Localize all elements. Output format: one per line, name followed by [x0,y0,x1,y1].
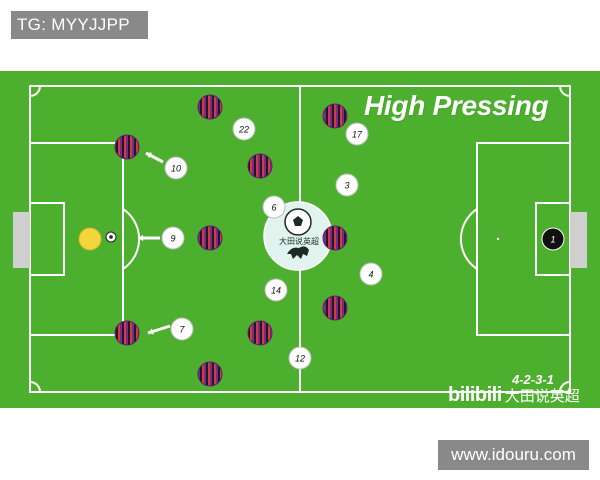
diagram-title: High Pressing [364,90,549,121]
pressing-player-14: 14 [264,278,288,302]
arrow-head [138,234,144,242]
pressing-player-3: 3 [335,173,359,197]
opponent-player [197,225,223,251]
player-number: 22 [238,125,249,135]
pressing-players: 10 9 7 22 6 14 12 17 3 4 1 [161,117,565,370]
pressing-player-12: 12 [288,346,312,370]
player-number: 12 [295,354,305,364]
tactics-board: 10 9 7 22 6 14 12 17 3 4 1 [0,71,600,408]
badge-lion-icon [287,246,309,259]
pressing-player-10: 10 [164,156,188,180]
opponent-player [114,134,140,160]
player-number: 10 [171,164,181,174]
opponent-players [114,94,348,387]
pressing-player-4: 4 [359,262,383,286]
player-number: 6 [271,203,276,213]
bilibili-logo: bilibili [448,384,502,406]
pressing-player-22: 22 [232,117,256,141]
opponent-player [197,94,223,120]
footer-url: www.idouru.com [438,440,589,470]
corner-arc [559,85,571,97]
corner-arc [29,381,41,393]
opponent-player [114,320,140,346]
pressing-player-9: 9 [161,226,185,250]
player-number: 7 [179,325,185,335]
badge-ball-icon [284,208,312,236]
goalkeeper-1: 1 [541,227,565,251]
press-arrows [138,151,171,335]
player-number: 17 [352,130,363,140]
formation-label: 4-2-3-1 [512,372,554,387]
opponent-player [322,225,348,251]
opponent-player [197,361,223,387]
player-number: 9 [170,234,175,244]
football-icon [105,231,117,243]
right-goal [570,212,587,268]
ball-carrier [78,227,102,251]
right-penalty-arc [459,208,478,270]
pitch: 10 9 7 22 6 14 12 17 3 4 1 [0,71,600,408]
corner-arc [559,381,571,393]
opponent-player [247,320,273,346]
pressing-player-7: 7 [170,317,194,341]
opponent-player [247,153,273,179]
player-number: 14 [271,286,281,296]
left-goal [13,212,30,268]
opponent-player [322,295,348,321]
arrow-head [146,152,152,159]
corner-tag: TG: MYYJJPP [11,11,148,39]
corner-arc [29,85,41,97]
badge-text: 大田说英超 [279,237,319,246]
watermark-channel: 大田说英超 [504,388,580,405]
penalty-spot [496,237,500,241]
arrow-head [148,328,154,335]
player-number: 1 [550,235,555,245]
pressing-player-6: 6 [262,195,286,219]
opponent-player [322,103,348,129]
player-number: 3 [344,181,349,191]
pressing-player-17: 17 [345,122,369,146]
player-number: 4 [368,270,373,280]
